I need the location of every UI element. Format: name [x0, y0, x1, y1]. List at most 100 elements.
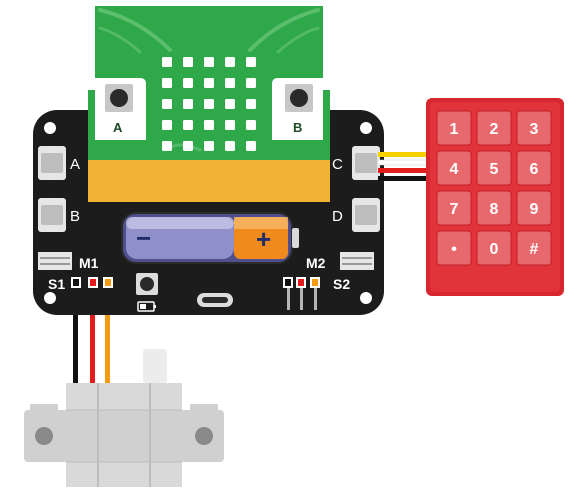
servo-motor: [24, 349, 224, 487]
port-a-connector: [38, 146, 66, 180]
led: [225, 57, 235, 67]
led: [204, 78, 214, 88]
led: [246, 57, 256, 67]
button-a[interactable]: [105, 84, 133, 112]
servo-mount-hole-left: [35, 427, 53, 445]
led: [204, 57, 214, 67]
button-b[interactable]: [285, 84, 313, 112]
button-b-label: B: [293, 120, 302, 135]
servo-mount-hole-right: [195, 427, 213, 445]
led: [246, 120, 256, 130]
led: [183, 141, 193, 151]
servo-mount-flange: [24, 410, 224, 462]
led: [162, 78, 172, 88]
led: [225, 78, 235, 88]
keypad-wire-red: [378, 168, 430, 173]
keypad-key[interactable]: 2: [476, 110, 512, 146]
keypad-key[interactable]: 7: [436, 190, 472, 226]
keypad-wire-white: [377, 159, 431, 166]
led: [162, 99, 172, 109]
keypad-key[interactable]: 4: [436, 150, 472, 186]
battery-minus-label: −: [136, 223, 151, 253]
led: [162, 57, 172, 67]
servo-wire-red: [90, 285, 95, 385]
battery-indicator-icon: [137, 301, 156, 312]
led: [183, 120, 193, 130]
keypad-key-label: 4: [450, 161, 459, 178]
keypad-key-label: 2: [490, 121, 499, 138]
keypad-key[interactable]: 6: [516, 150, 552, 186]
mount-hole-br: [360, 292, 372, 304]
led: [204, 99, 214, 109]
keypad: 1 2 3 4 5 6 7 8 9 • 0 #: [426, 98, 564, 296]
battery-icon: − +: [121, 212, 299, 264]
mount-hole-tl: [44, 122, 56, 134]
led: [183, 99, 193, 109]
servo-output-shaft: [143, 349, 167, 383]
edge-connector-strip: [88, 160, 330, 202]
s2-header: [283, 277, 320, 310]
keypad-key[interactable]: 1: [436, 110, 472, 146]
m1-connector: [38, 252, 72, 270]
keypad-key-label: 0: [490, 241, 499, 258]
mount-hole-bl: [44, 292, 56, 304]
s1-header: [71, 277, 113, 288]
servo-wire-black: [73, 285, 78, 385]
m2-label: M2: [306, 255, 326, 271]
keypad-keys: 1 2 3 4 5 6 7 8 9 • 0 #: [436, 110, 552, 266]
port-b-label: B: [70, 208, 80, 225]
battery-plus-label: +: [256, 224, 271, 254]
servo-wires: [73, 285, 110, 385]
microbit-board: A B: [88, 6, 330, 160]
port-c-connector: [352, 146, 380, 180]
keypad-key[interactable]: #: [516, 230, 552, 266]
led: [246, 141, 256, 151]
keypad-key-label: 9: [530, 201, 539, 218]
keypad-key-label: 7: [450, 201, 459, 218]
port-d-label: D: [332, 208, 343, 225]
usb-c-port: [197, 293, 233, 307]
keypad-key-label: 8: [490, 201, 499, 218]
port-c-label: C: [332, 156, 343, 173]
led: [204, 120, 214, 130]
led: [183, 57, 193, 67]
keypad-key[interactable]: 9: [516, 190, 552, 226]
keypad-wire-yellow: [378, 152, 430, 157]
led-matrix: [162, 57, 256, 151]
led: [246, 78, 256, 88]
keypad-key[interactable]: 8: [476, 190, 512, 226]
keypad-key[interactable]: •: [436, 230, 472, 266]
m1-label: M1: [79, 255, 99, 271]
led: [204, 141, 214, 151]
keypad-key-label: •: [451, 241, 457, 258]
led: [225, 141, 235, 151]
mount-hole-tr: [360, 122, 372, 134]
keypad-key[interactable]: 0: [476, 230, 512, 266]
led: [162, 141, 172, 151]
keypad-wires: [377, 152, 431, 181]
keypad-wire-black: [378, 176, 430, 181]
led: [225, 99, 235, 109]
led: [162, 120, 172, 130]
s2-label: S2: [333, 276, 350, 292]
button-a-label: A: [113, 120, 123, 135]
keypad-key-label: 3: [530, 121, 539, 138]
expansion-board: A B C D − +: [33, 110, 384, 315]
keypad-key[interactable]: 5: [476, 150, 512, 186]
keypad-key-label: #: [530, 241, 539, 258]
reset-button[interactable]: [136, 273, 158, 295]
led: [183, 78, 193, 88]
keypad-key-label: 6: [530, 161, 539, 178]
port-d-connector: [352, 198, 380, 232]
servo-wire-orange: [105, 285, 110, 385]
m2-connector: [340, 252, 374, 270]
keypad-key[interactable]: 3: [516, 110, 552, 146]
port-b-connector: [38, 198, 66, 232]
s1-label: S1: [48, 276, 65, 292]
led: [246, 99, 256, 109]
led: [225, 120, 235, 130]
keypad-key-label: 5: [490, 161, 499, 178]
keypad-key-label: 1: [450, 121, 459, 138]
port-a-label: A: [70, 156, 80, 173]
